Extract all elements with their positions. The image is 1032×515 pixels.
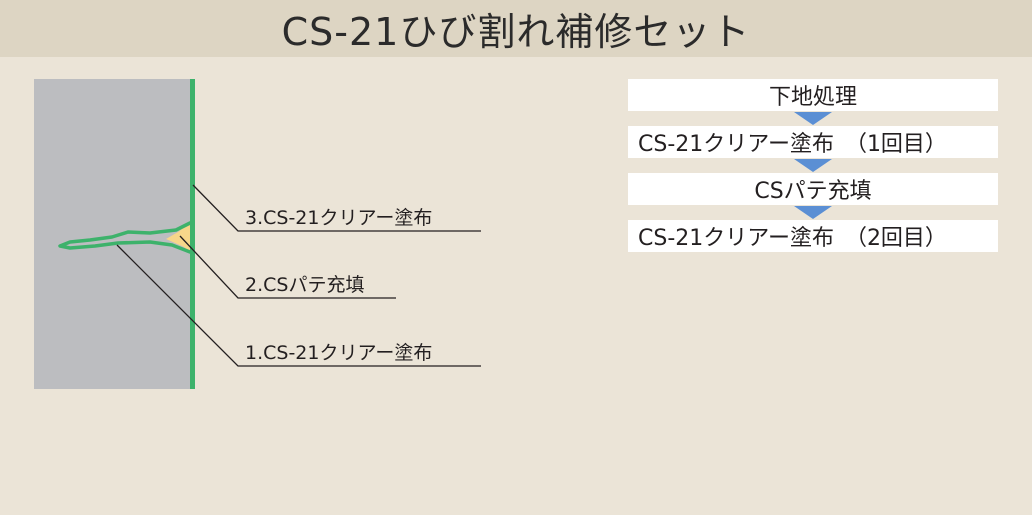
triangle-down-icon xyxy=(794,159,832,172)
leader-line-1 xyxy=(116,244,481,367)
callout-label-3: 3.CS-21クリアー塗布 xyxy=(245,206,432,229)
callout-label-2: 2.CSパテ充填 xyxy=(245,274,364,296)
crack-clear-coat xyxy=(58,221,192,254)
title-bar: CS-21ひび割れ補修セット xyxy=(0,0,1032,57)
concrete-wall xyxy=(34,79,192,389)
callout-label-1: 1.CS-21クリアー塗布 xyxy=(245,341,432,364)
flow-step-1: 下地処理 xyxy=(628,79,998,111)
triangle-down-icon xyxy=(794,206,832,219)
flow-step-3: CSパテ充填 xyxy=(628,173,998,205)
page-title: CS-21ひび割れ補修セット xyxy=(281,10,751,54)
surface-clear-coat xyxy=(190,79,195,389)
triangle-down-icon xyxy=(794,112,832,125)
flow-arrow-3 xyxy=(628,205,998,220)
leader-line-3 xyxy=(192,184,481,232)
flow-step-2: CS-21クリアー塗布 （1回目） xyxy=(628,126,998,158)
flow-arrow-2 xyxy=(628,158,998,173)
leader-line-2 xyxy=(179,235,396,299)
flow-arrow-1 xyxy=(628,111,998,126)
process-flow: 下地処理 CS-21クリアー塗布 （1回目） CSパテ充填 CS-21クリアー塗… xyxy=(628,79,998,252)
crack-putty-fill xyxy=(166,223,190,252)
flow-step-4: CS-21クリアー塗布 （2回目） xyxy=(628,220,998,252)
